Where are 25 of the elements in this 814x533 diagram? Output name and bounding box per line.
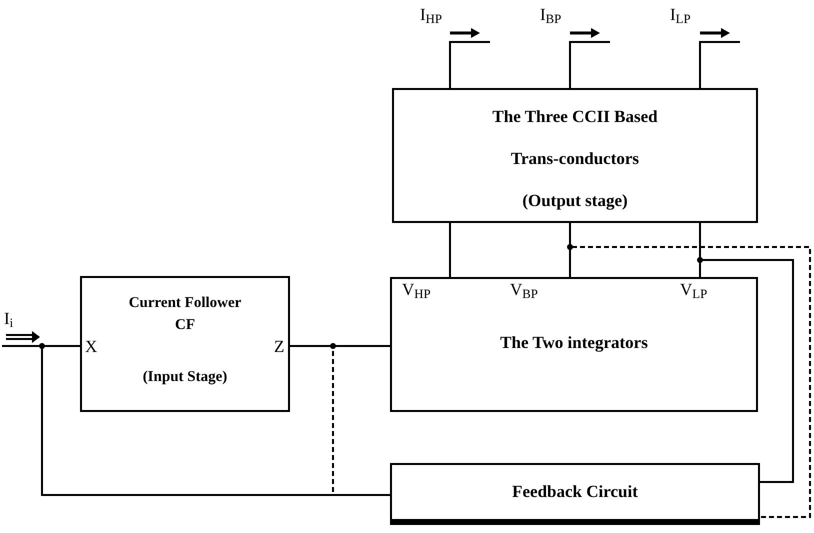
circuit-block [390,277,758,412]
signal-label: I$_{HP}$ [420,6,442,23]
block-title: The Two integrators [500,332,648,354]
block-title: The Three CCII Based Trans-conductors [491,106,659,170]
signal-label: I$_{BP}$ [540,6,562,23]
block-title: Current Follower CF [128,294,242,335]
signal-label: V$_{LP}$ [680,281,708,298]
circuit-block [80,276,290,412]
connector [449,41,490,88]
signal-label: X [85,338,98,355]
connector [569,246,811,518]
signal-label: V$_{HP}$ [402,281,431,298]
block-title: Feedback Circuit [512,481,638,503]
connector [569,41,610,88]
signal-label: I$_{LP}$ [670,6,691,23]
connector [41,345,390,496]
connector [449,223,451,277]
circuit-block [392,88,758,223]
block-title: (Input Stage) [142,368,228,387]
feedback-block [390,463,760,525]
block-title: (Output stage) [522,190,628,212]
signal-label: I$_{i}$ [4,310,14,327]
connector [699,41,740,88]
signal-label: V$_{BP}$ [510,281,538,298]
signal-label: Z [274,338,284,355]
